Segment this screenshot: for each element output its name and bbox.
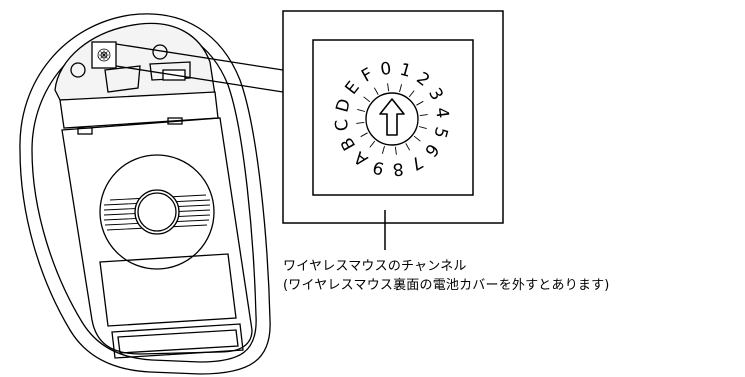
dial-label: 4 [431, 106, 452, 119]
dial-tick [394, 146, 397, 155]
dial-tick [373, 87, 379, 95]
dial-label: 0 [379, 59, 392, 80]
dial-tick [369, 140, 376, 148]
zoom-lines [115, 43, 284, 93]
mouse-illustration [19, 13, 271, 375]
dial-tick [405, 143, 411, 151]
dial-tick [381, 145, 385, 154]
dial-label: C [332, 118, 353, 132]
mini-dial-icon [97, 48, 111, 62]
dial-tick [408, 90, 415, 98]
dial-tick [387, 83, 390, 92]
label-strip-inner [117, 329, 239, 354]
dial-tick [363, 96, 371, 103]
dial-tick [399, 84, 403, 93]
caption-title: ワイヤレスマウスのチャンネル [283, 259, 467, 274]
dial-label: D [332, 97, 355, 115]
dial-tick [419, 114, 428, 117]
dial-tick [418, 126, 427, 130]
label-panel [99, 253, 237, 327]
screw-hole-left [70, 62, 86, 78]
dial-tick [356, 121, 365, 124]
dial-ticks [356, 83, 428, 155]
dial-label: 9 [371, 156, 387, 178]
dial-tick [413, 135, 421, 142]
dial-label: 1 [398, 60, 414, 82]
sensor-lens-inner [137, 192, 177, 232]
dial-tick [416, 100, 424, 106]
battery-cover [61, 117, 253, 355]
dial-label: 8 [392, 158, 405, 179]
channel-switch-housing [91, 41, 117, 69]
up-arrow-icon [379, 98, 405, 136]
dial-tick [357, 108, 366, 112]
caption-note: (ワイヤレスマウス裏面の電池カバーを外すとあります) [283, 278, 610, 293]
dial-label: 5 [429, 125, 451, 141]
label-strip-outer [111, 323, 244, 359]
dial-tick [360, 132, 368, 138]
